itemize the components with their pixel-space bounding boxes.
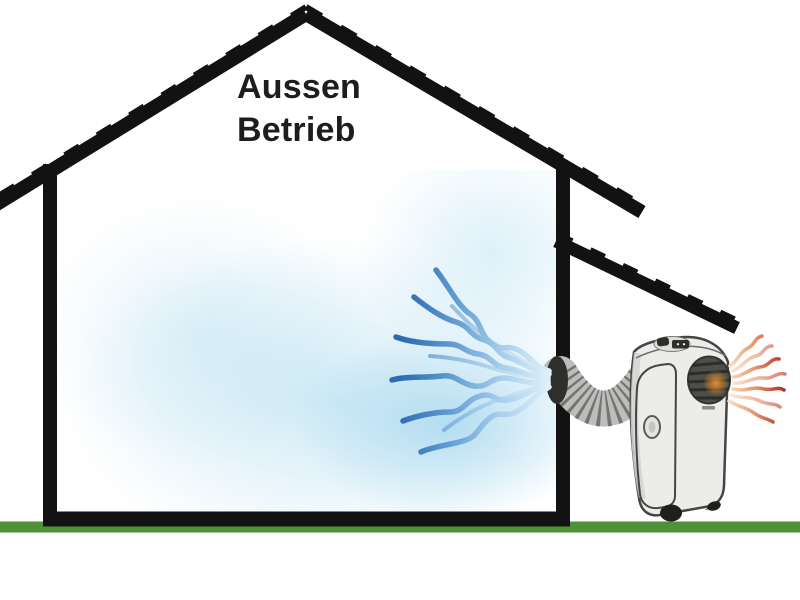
ac-casters <box>660 501 721 522</box>
ac-control-panel <box>653 336 691 352</box>
wall-duct-connector <box>546 356 568 404</box>
house-outline <box>0 4 741 527</box>
ac-unit <box>629 335 731 522</box>
roof-annex <box>553 235 740 334</box>
cold-air-waves <box>389 267 552 455</box>
ac-left-shade <box>630 352 646 499</box>
cool-air-mist <box>57 170 556 515</box>
roof-right-shingles <box>304 4 644 208</box>
brand-decal <box>702 406 715 410</box>
roof-annex-shingles <box>556 231 741 324</box>
hot-air-waves <box>727 334 787 424</box>
mode-label: Aussen Betrieb <box>237 68 362 150</box>
ac-exhaust-grille <box>687 355 731 405</box>
roof-right <box>302 7 646 219</box>
ac-front-button <box>643 415 661 439</box>
ground <box>0 521 800 533</box>
hot-air-glow <box>703 370 729 396</box>
